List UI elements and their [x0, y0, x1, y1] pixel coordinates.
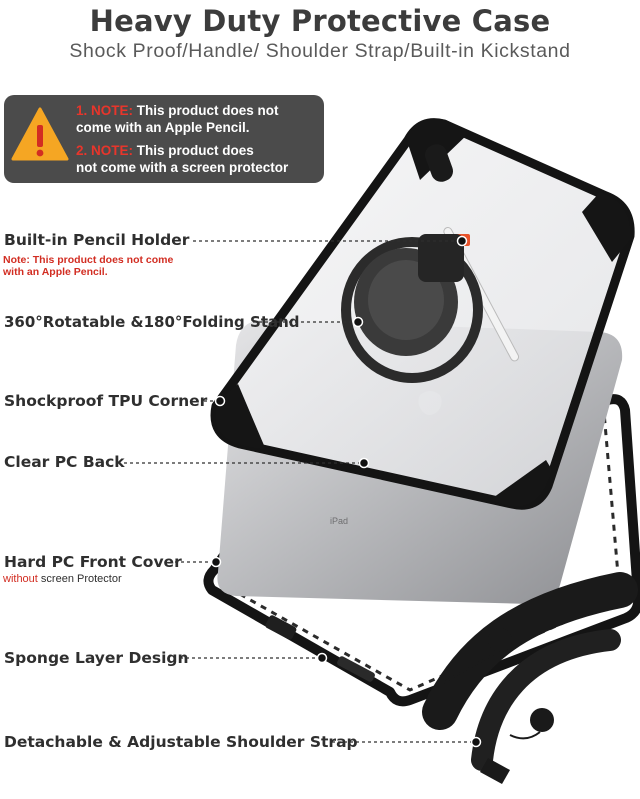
leader-lines: [124, 240, 474, 743]
leader-dots: [210, 235, 482, 748]
tablet-back-logo: iPad: [330, 516, 348, 526]
warning-icon: [11, 107, 69, 161]
feature-label-sponge: Sponge Layer Design: [4, 649, 189, 667]
feature-note-pencil-1: Note: This product does not come: [3, 254, 174, 266]
feature-label-pencil-holder: Built-in Pencil Holder: [4, 231, 190, 249]
feature-label-tpu-corner: Shockproof TPU Corner: [4, 392, 208, 410]
back-case: [210, 118, 635, 510]
feature-label-clear-back: Clear PC Back: [4, 453, 125, 471]
feature-note-front-cover: without screen Protector: [3, 573, 122, 585]
feature-label-strap: Detachable & Adjustable Shoulder Strap: [4, 733, 358, 751]
notice-box: 1. NOTE: This product does not come with…: [4, 95, 324, 183]
feature-note-pencil-2: with an Apple Pencil.: [3, 266, 108, 278]
notice-line-1: 1. NOTE: This product does not: [76, 103, 279, 118]
notice-line-1-cont: come with an Apple Pencil.: [76, 120, 250, 135]
page-subtitle: Shock Proof/Handle/ Shoulder Strap/Built…: [69, 40, 571, 62]
page-title: Heavy Duty Protective Case: [89, 4, 551, 38]
feature-label-front-cover: Hard PC Front Cover: [4, 553, 182, 571]
notice-line-2: 2. NOTE: This product does: [76, 143, 254, 158]
feature-label-stand: 360°Rotatable &180°Folding Stand: [4, 313, 300, 331]
shoulder-strap: [422, 572, 638, 784]
notice-line-2-cont: not come with a screen protector: [76, 160, 289, 175]
